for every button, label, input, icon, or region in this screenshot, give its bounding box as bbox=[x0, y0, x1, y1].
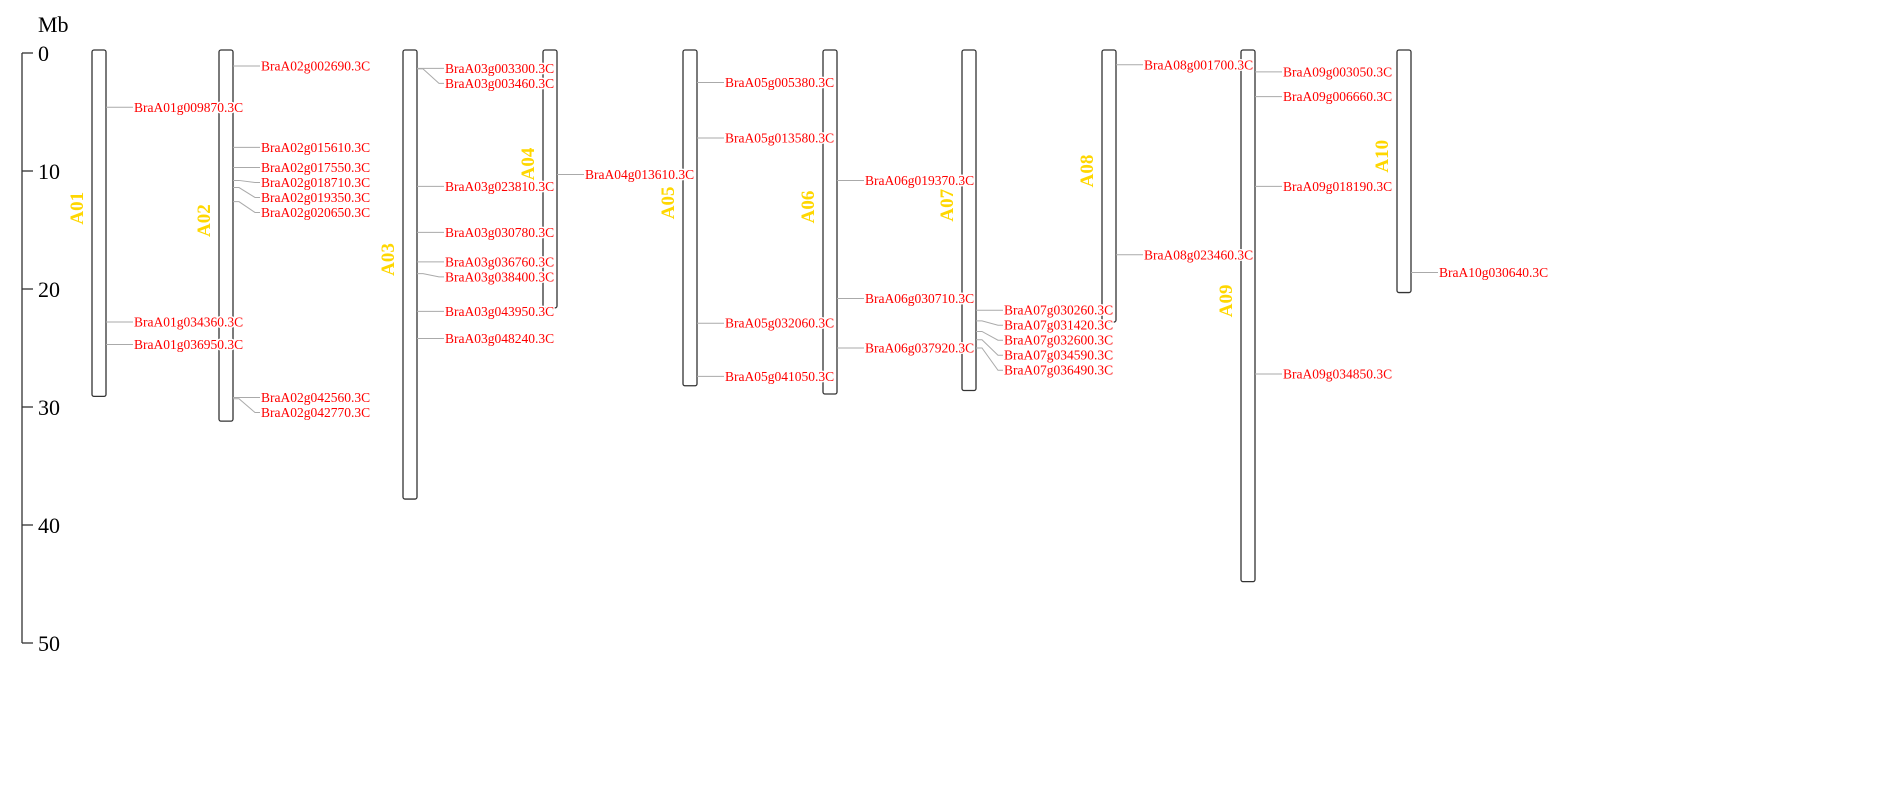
gene-label: BraA03g003460.3C bbox=[445, 76, 554, 91]
gene-connector bbox=[976, 320, 1003, 326]
gene-label: BraA08g001700.3C bbox=[1144, 57, 1253, 72]
gene-label: BraA05g005380.3C bbox=[725, 75, 834, 90]
gene-connector bbox=[976, 339, 1003, 356]
chromosome-name: A03 bbox=[378, 243, 399, 276]
gene-label: BraA02g002690.3C bbox=[261, 58, 370, 73]
gene-label: BraA07g034590.3C bbox=[1004, 348, 1113, 363]
gene-label: BraA06g030710.3C bbox=[865, 291, 974, 306]
gene-label: BraA03g023810.3C bbox=[445, 179, 554, 194]
gene-label: BraA01g009870.3C bbox=[134, 100, 243, 115]
chromosome-a08 bbox=[1101, 49, 1117, 323]
gene-connector bbox=[976, 347, 1003, 371]
gene-label: BraA02g018710.3C bbox=[261, 175, 370, 190]
axis-unit-label: Mb bbox=[38, 12, 69, 37]
chromosome-a07 bbox=[961, 49, 977, 392]
gene-label: BraA01g034360.3C bbox=[134, 315, 243, 330]
axis-tick-label: 0 bbox=[38, 41, 49, 66]
gene-label: BraA04g013610.3C bbox=[585, 167, 694, 182]
chromosome-a01 bbox=[91, 49, 107, 398]
gene-label: BraA07g030260.3C bbox=[1004, 303, 1113, 318]
gene-label: BraA07g032600.3C bbox=[1004, 333, 1113, 348]
gene-label: BraA02g015610.3C bbox=[261, 140, 370, 155]
gene-connector bbox=[233, 398, 260, 414]
gene-connectors bbox=[106, 64, 1438, 414]
gene-label: BraA09g006660.3C bbox=[1283, 89, 1392, 104]
gene-label: BraA09g018190.3C bbox=[1283, 179, 1392, 194]
chromosome-a06 bbox=[822, 49, 838, 395]
mb-axis: Mb 0 10 20 30 40 50 bbox=[21, 12, 69, 656]
gene-label: BraA02g017550.3C bbox=[261, 160, 370, 175]
gene-label: BraA10g030640.3C bbox=[1439, 265, 1548, 280]
gene-label: BraA03g036760.3C bbox=[445, 254, 554, 269]
gene-label: BraA01g036950.3C bbox=[134, 337, 243, 352]
chromosome-name: A02 bbox=[194, 204, 215, 237]
axis-tick-label: 20 bbox=[38, 277, 60, 302]
gene-connector bbox=[417, 273, 444, 278]
chromosome-a02 bbox=[218, 49, 234, 422]
chromosome-a04 bbox=[542, 49, 558, 309]
chromosome-a05 bbox=[682, 49, 698, 387]
chromosome-name: A06 bbox=[798, 191, 819, 224]
gene-label: BraA09g003050.3C bbox=[1283, 64, 1392, 79]
chromosome-name: A08 bbox=[1077, 155, 1098, 188]
gene-label: BraA05g041050.3C bbox=[725, 369, 834, 384]
axis-tick-label: 50 bbox=[38, 631, 60, 656]
gene-labels: BraA01g009870.3C BraA01g034360.3C BraA01g0… bbox=[133, 56, 1550, 422]
gene-label: BraA06g019370.3C bbox=[865, 173, 974, 188]
gene-connector bbox=[233, 201, 260, 213]
axis-tick-label: 40 bbox=[38, 513, 60, 538]
gene-label: BraA05g032060.3C bbox=[725, 316, 834, 331]
gene-label: BraA03g038400.3C bbox=[445, 269, 554, 284]
gene-label: BraA07g031420.3C bbox=[1004, 318, 1113, 333]
gene-connector bbox=[233, 179, 260, 183]
chromosome-name: A01 bbox=[67, 192, 88, 225]
gene-label: BraA03g048240.3C bbox=[445, 331, 554, 346]
chromosome-name: A10 bbox=[1372, 140, 1393, 173]
chromosome-a09 bbox=[1240, 49, 1256, 583]
gene-connector bbox=[976, 330, 1003, 341]
gene-label: BraA03g030780.3C bbox=[445, 225, 554, 240]
gene-label: BraA09g034850.3C bbox=[1283, 366, 1392, 381]
chromosome-name: A04 bbox=[518, 147, 539, 180]
chromosome-a03 bbox=[402, 49, 418, 500]
gene-label: BraA08g023460.3C bbox=[1144, 247, 1253, 262]
chromosome-name: A07 bbox=[937, 188, 958, 221]
gene-label: BraA02g042770.3C bbox=[261, 405, 370, 420]
gene-label: BraA06g037920.3C bbox=[865, 341, 974, 356]
gene-label: BraA02g019350.3C bbox=[261, 190, 370, 205]
chromosome-name: A05 bbox=[658, 187, 679, 220]
gene-label: BraA02g042560.3C bbox=[261, 390, 370, 405]
gene-connector bbox=[417, 68, 444, 84]
gene-label: BraA03g003300.3C bbox=[445, 61, 554, 76]
gene-label: BraA07g036490.3C bbox=[1004, 363, 1113, 378]
gene-label: BraA05g013580.3C bbox=[725, 130, 834, 145]
gene-label: BraA03g043950.3C bbox=[445, 304, 554, 319]
axis-tick-label: 30 bbox=[38, 395, 60, 420]
axis-tick-label: 10 bbox=[38, 159, 60, 184]
gene-label: BraA02g020650.3C bbox=[261, 205, 370, 220]
gene-connector bbox=[233, 187, 260, 198]
chromosome-a10 bbox=[1396, 49, 1412, 294]
chromosome-name: A09 bbox=[1216, 284, 1237, 317]
